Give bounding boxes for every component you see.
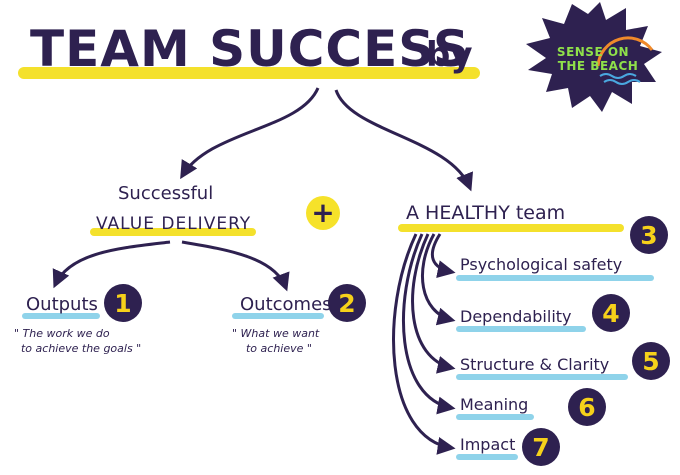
outputs-highlight: [22, 313, 100, 319]
arrow-to-outputs: [52, 240, 171, 289]
logo-line-1: SENSE ON: [556, 45, 630, 59]
item-7-number-badge: 7: [522, 428, 560, 466]
outcomes-number-badge: 2: [328, 284, 366, 322]
item-4-number-badge: 4: [592, 294, 630, 332]
title-underline: [18, 67, 480, 79]
arrow-to-item-2: [420, 233, 456, 326]
item-3-number-badge: 3: [630, 216, 668, 254]
logo-wave-1: [599, 73, 637, 79]
arrow-to-item-5: [392, 233, 456, 455]
arrow-to-item-3: [411, 233, 456, 374]
item-impact: Impact: [460, 435, 516, 454]
outcomes-quote: " What we want to achieve ": [232, 327, 320, 355]
item-structure-clarity-highlight: [456, 374, 628, 380]
logo-wave-2: [603, 79, 641, 85]
title-by: by: [426, 35, 473, 75]
healthy-team-highlight: [398, 224, 624, 232]
outcomes-highlight: [232, 313, 324, 319]
item-psychological-safety: Psychological safety: [460, 255, 623, 274]
item-meaning-highlight: [456, 414, 534, 420]
value-delivery-highlight: [90, 228, 256, 236]
logo-line-2: THE BEACH: [557, 59, 639, 73]
item-meaning: Meaning: [460, 395, 529, 414]
arrow-to-value-delivery: [180, 87, 320, 180]
healthy-team-heading: A HEALTHY team: [406, 202, 566, 224]
arrow-to-healthy-team: [334, 89, 473, 192]
outputs-quote: " The work we do to achieve the goals ": [14, 327, 142, 355]
item-structure-clarity: Structure & Clarity: [460, 355, 610, 374]
value-delivery-heading-top: Successful: [118, 183, 214, 204]
value-delivery-heading: VALUE DELIVERY: [96, 214, 252, 234]
item-6-number-badge: 6: [568, 388, 606, 426]
outcomes-label: Outcomes: [240, 294, 332, 315]
page-title: TEAM SUCCESS: [30, 20, 471, 78]
arrow-to-outcomes: [181, 240, 290, 292]
arrow-to-item-4: [402, 233, 456, 415]
arrow-to-item-1: [430, 233, 456, 278]
logo-badge: [526, 2, 662, 112]
outputs-label: Outputs: [26, 294, 98, 315]
outputs-number-badge: 1: [104, 284, 142, 322]
plus-symbol: +: [306, 196, 340, 230]
item-psychological-safety-highlight: [456, 275, 654, 281]
logo-sun-arc: [596, 36, 654, 67]
item-dependability: Dependability: [460, 307, 572, 326]
item-impact-highlight: [456, 454, 518, 460]
item-5-number-badge: 5: [632, 342, 670, 380]
item-dependability-highlight: [456, 326, 586, 332]
